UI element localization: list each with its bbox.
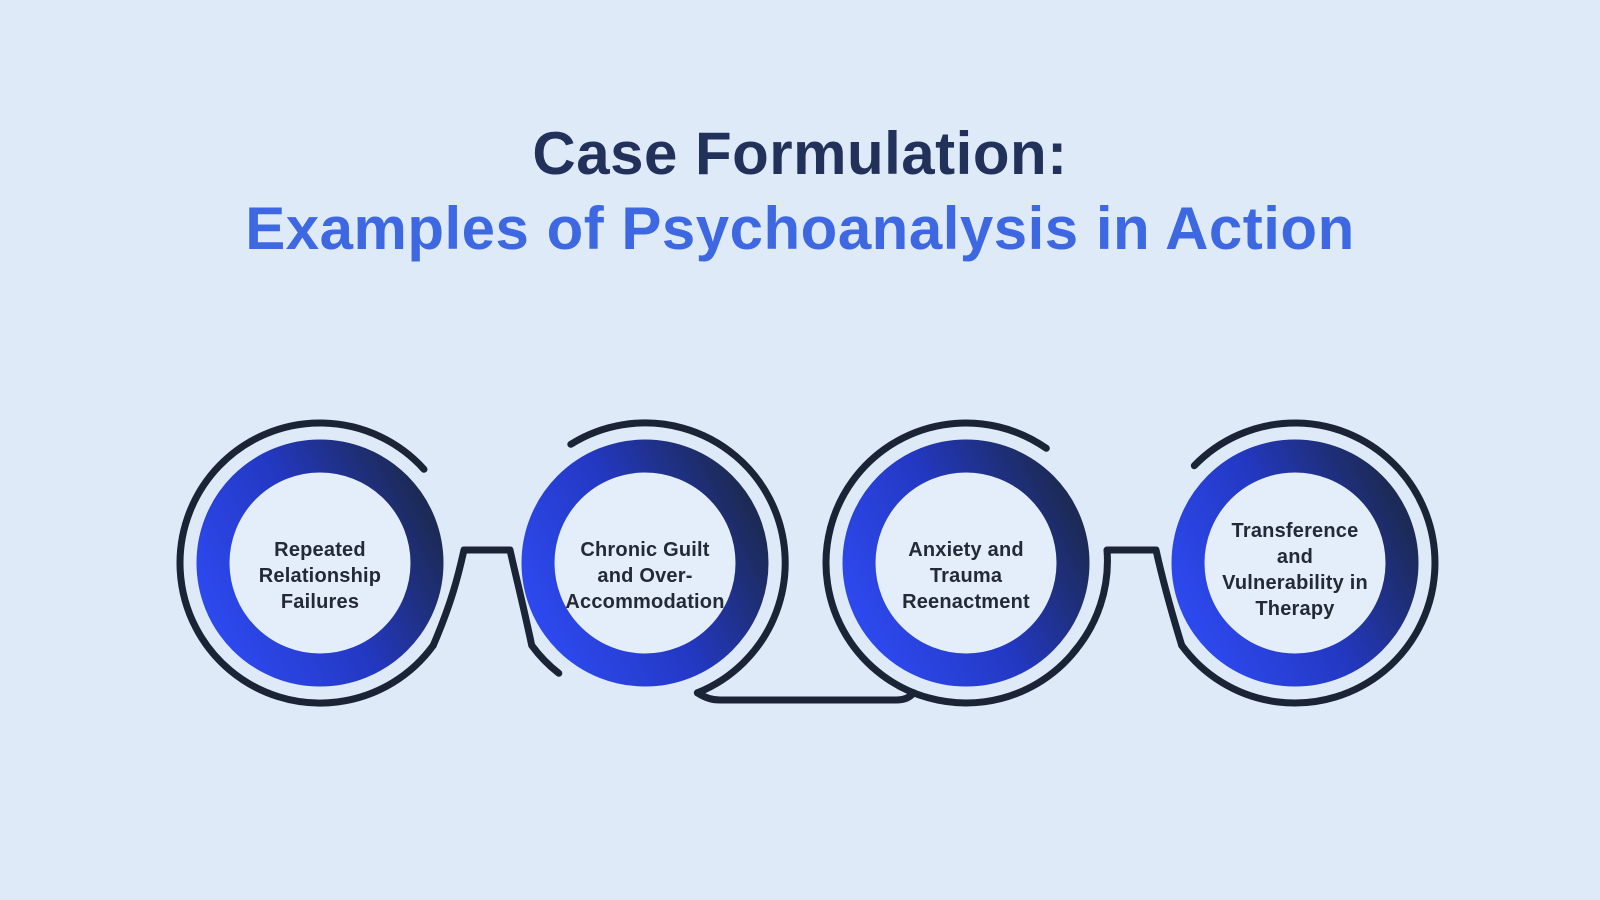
- connector-1-2-neck: [429, 546, 563, 677]
- step-ring-1: [196, 439, 444, 687]
- circle-1-outline-arc: [176, 419, 437, 707]
- circle-1-label: Repeated Relationship Failures: [258, 539, 382, 613]
- step-ring-3: [842, 439, 1090, 687]
- title-line-2: Examples of Psychoanalysis in Action: [245, 195, 1355, 262]
- connector-2-3-bridge: [693, 689, 918, 704]
- connector-3-4-neck: [1069, 546, 1186, 657]
- circle-4-label: Transference and Vulnerability in Therap…: [1222, 520, 1368, 620]
- circle-2-outline-arc: [567, 419, 789, 697]
- title-line-1: Case Formulation:: [532, 120, 1068, 187]
- step-ring-4: [1171, 439, 1419, 687]
- step-ring-2: [521, 439, 769, 687]
- circle-3-outline-arc: [822, 419, 1080, 707]
- circle-4-outline-arc: [1178, 419, 1439, 707]
- infographic-title: Case Formulation: Examples of Psychoanal…: [0, 116, 1600, 266]
- circle-3-label: Anxiety and Trauma Reenactment: [902, 539, 1030, 613]
- circle-2-label: Chronic Guilt and Over- Accommodation: [565, 539, 725, 613]
